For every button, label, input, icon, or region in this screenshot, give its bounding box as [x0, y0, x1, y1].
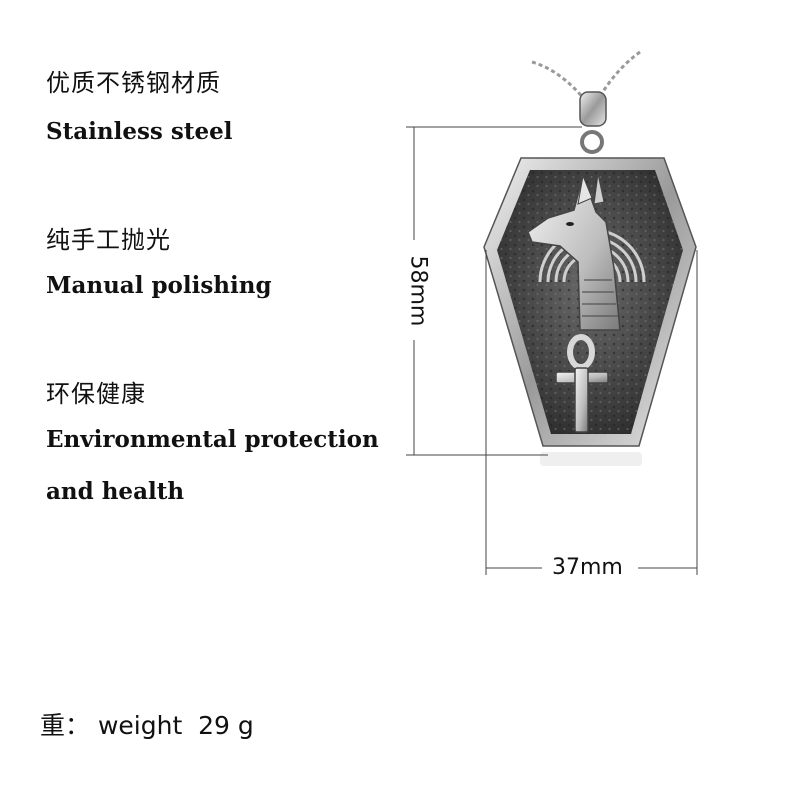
- weight-value: weight 29 g: [90, 711, 254, 740]
- weight-line: 重： weight 29 g: [40, 706, 254, 742]
- feature-3-en-line2: and health: [46, 478, 185, 505]
- bail-icon: [579, 91, 607, 154]
- feature-1-en: Stainless steel: [46, 118, 233, 145]
- feature-2-cn: 纯手工抛光: [46, 226, 171, 254]
- anubis-relief-icon: [527, 173, 646, 331]
- width-dimension: [485, 250, 698, 575]
- width-dimension-label: 37mm: [548, 555, 627, 580]
- feature-3-cn: 环保健康: [46, 380, 146, 408]
- feature-2-en: Manual polishing: [46, 272, 272, 299]
- ankh-icon: [555, 334, 609, 433]
- feature-1-cn: 优质不锈钢材质: [46, 69, 221, 97]
- weight-label-cn: 重：: [40, 711, 91, 740]
- feature-3-en-line1: Environmental protection: [46, 426, 379, 453]
- height-dimension-label: 58mm: [405, 251, 431, 326]
- height-dimension: [406, 126, 582, 456]
